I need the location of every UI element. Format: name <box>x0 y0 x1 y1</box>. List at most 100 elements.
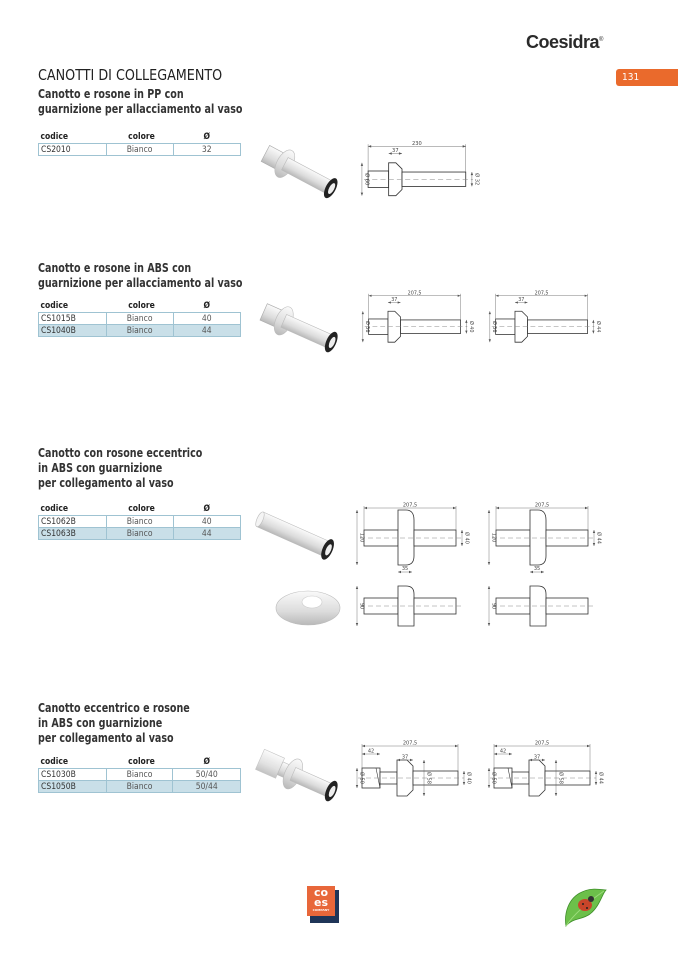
dimension-label: Ø 50 <box>491 772 498 784</box>
dimension-label: Ø 32 <box>474 173 481 185</box>
dimension-label: 37 <box>518 297 524 303</box>
drawing-flange <box>387 310 401 343</box>
dimension-label: Ø 50 <box>359 772 366 784</box>
dimension-label: 207,5 <box>535 741 549 747</box>
dimension-label: 90 <box>491 603 497 609</box>
logo-text: co es <box>313 886 329 909</box>
col-code: codice <box>40 132 69 142</box>
cell-color: Bianco <box>105 143 174 156</box>
product-photo-cs1015b <box>259 303 338 353</box>
cell-color: Bianco <box>105 527 174 540</box>
dimension-label: 37 <box>392 148 399 154</box>
dimension-label: 207,5 <box>535 503 549 509</box>
product-photo-cs2010 <box>260 145 338 199</box>
dimension-label: Ø 44 <box>598 772 605 784</box>
dimension-label: Ø 56 <box>491 321 498 332</box>
section-title: Canotto eccentrico e rosone in ABS con g… <box>38 700 190 745</box>
dimension-arrow <box>514 301 528 304</box>
col-code: codice <box>40 757 69 767</box>
drawing-tube <box>412 770 459 786</box>
dimension-label: Ø 40 <box>466 772 473 784</box>
dimension-label: 42 <box>500 749 506 755</box>
drawing-flange <box>529 585 547 627</box>
product-photo-rosette <box>275 590 341 626</box>
cell-color: Bianco <box>105 768 174 781</box>
dimension-label: 37 <box>391 297 397 303</box>
page-number: 131 <box>622 72 640 83</box>
dimension-arrow <box>387 301 401 304</box>
col-code: codice <box>40 301 69 311</box>
section-title: Canotto con rosone eccentrico in ABS con… <box>38 445 202 490</box>
dimension-label: 90 <box>359 603 365 609</box>
cell-diameter: 44 <box>172 324 242 337</box>
cell-code: CS1050B <box>38 780 107 793</box>
cell-code: CS2010 <box>38 143 107 156</box>
dimension-arrow <box>388 152 403 155</box>
col-color: colore <box>128 504 155 514</box>
drawing-flange <box>388 162 403 197</box>
cell-code: CS1030B <box>38 768 107 781</box>
cell-diameter: 44 <box>172 527 242 540</box>
technical-drawing: 90 <box>487 585 594 627</box>
title-line: Canotto e rosone in PP con <box>38 86 184 101</box>
title-line: Canotto con rosone eccentrico <box>38 445 203 460</box>
dimension-label: 37 <box>534 755 540 761</box>
page-number-tab: 131 <box>616 69 678 86</box>
drawing-stub <box>368 318 389 335</box>
dimension-label: 42 <box>368 749 374 755</box>
brand-mark: ® <box>599 37 603 43</box>
dimension-label: 207,5 <box>535 290 549 296</box>
dimension-label: 230 <box>412 141 422 147</box>
col-diameter: Ø <box>203 757 210 767</box>
dimension-label: 120 <box>491 533 497 543</box>
dimension-label: 37 <box>402 755 408 761</box>
title-line: per collegamento al vaso <box>38 475 174 490</box>
drawing-flange <box>397 509 415 566</box>
drawing-stub <box>495 318 516 335</box>
dimension-label: Ø 44 <box>596 532 603 544</box>
cell-color: Bianco <box>105 515 174 528</box>
dimension-label: 35 <box>534 566 540 572</box>
title-line: Canotto eccentrico e rosone <box>38 700 190 715</box>
cell-code: CS1040B <box>38 324 107 337</box>
dimension-arrow <box>530 570 544 574</box>
col-color: colore <box>128 132 155 142</box>
title-line: guarnizione per allacciamento al vaso <box>38 101 243 116</box>
product-photo-cs1062b <box>255 511 334 560</box>
cell-diameter: 32 <box>172 143 241 156</box>
cell-color: Bianco <box>105 324 174 337</box>
cell-diameter: 40 <box>172 515 242 528</box>
ladybug-leaf-icon <box>565 888 607 927</box>
technical-drawing: 207,5 35 120 Ø 44 <box>487 503 603 574</box>
dimension-arrow <box>594 771 598 785</box>
dimension-label: 207,5 <box>403 503 417 509</box>
technical-drawing: 230 37 Ø 60 Ø 32 <box>360 141 481 197</box>
cell-code: CS1015B <box>38 312 107 325</box>
dimension-label: 120 <box>359 533 365 543</box>
cell-color: Bianco <box>105 312 174 325</box>
cell-diameter: 40 <box>172 312 242 325</box>
brand-logo: Coesidra® <box>526 32 603 53</box>
dimension-label: Ø 58 <box>558 772 565 784</box>
cell-code: CS1062B <box>38 515 107 528</box>
title-line: in ABS con guarnizione <box>38 460 163 475</box>
dimension-label: Ø 60 <box>364 173 371 185</box>
drawing-flange <box>514 310 528 343</box>
col-diameter: Ø <box>203 504 211 514</box>
dimension-arrow <box>462 771 466 785</box>
drawing-flange <box>397 585 415 627</box>
page-title: CANOTTI DI COLLEGAMENTO <box>38 66 223 84</box>
